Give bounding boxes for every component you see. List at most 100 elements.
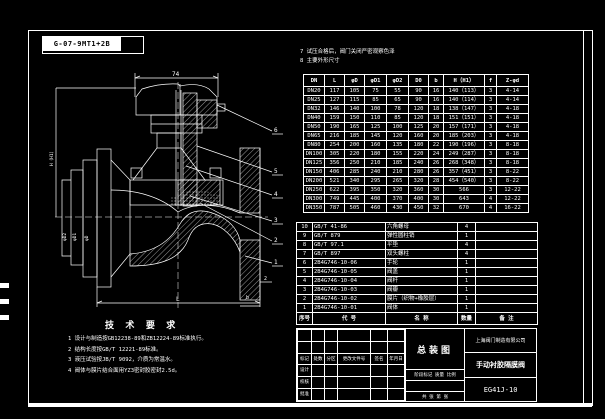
- table-cell: 400: [364, 194, 387, 204]
- table-cell: GB/T 897: [312, 249, 386, 259]
- table-cell: 3: [484, 185, 497, 195]
- header-cell: D0: [408, 74, 429, 87]
- table-cell: 305: [324, 149, 345, 159]
- balloon-4: 4: [274, 191, 278, 198]
- balloon-1: 1: [274, 259, 278, 266]
- header-cell: f: [484, 74, 497, 87]
- table-cell: 120: [408, 113, 429, 123]
- table-cell: 180: [364, 149, 387, 159]
- table-cell: 3: [484, 176, 497, 186]
- table-cell: 18: [428, 104, 444, 114]
- table-cell: DN20: [303, 86, 325, 96]
- table-cell: 8-18: [496, 158, 529, 168]
- header-cell: b: [428, 74, 444, 87]
- table-cell: 454（540）: [443, 176, 485, 186]
- table-cell: [475, 249, 538, 259]
- table-cell: 643: [443, 194, 485, 204]
- header-cell: φD: [344, 74, 365, 87]
- table-cell: 4: [457, 222, 476, 232]
- table-cell: 65: [386, 95, 409, 105]
- dim-label-bottom: L: [176, 296, 180, 303]
- table-cell: 749: [324, 194, 345, 204]
- dim-label-f: 2: [264, 276, 267, 282]
- table-cell: 26: [428, 167, 444, 177]
- table-cell: 357（451）: [443, 167, 485, 177]
- table-cell: 1: [457, 267, 476, 277]
- table-cell: [475, 222, 538, 232]
- table-cell: DN150: [303, 167, 325, 177]
- table-cell: 3: [484, 86, 497, 96]
- table-cell: DN50: [303, 122, 325, 132]
- table-cell: 3: [484, 113, 497, 123]
- table-cell: 295: [364, 176, 387, 186]
- table-cell: 370: [386, 194, 409, 204]
- table-cell: 3: [484, 95, 497, 105]
- header-cell: 数量: [457, 312, 476, 325]
- fold-mark: [0, 315, 9, 320]
- model-number: EG41J-10: [483, 385, 518, 394]
- header-cell: H（H1）: [443, 74, 485, 87]
- table-cell: [475, 258, 538, 268]
- table-cell: DN350: [303, 203, 325, 213]
- valve-assembly-drawing: 74 L H（H1） φD2 φD1 φD 2 b 6 5 4 3 2 1: [49, 71, 283, 308]
- table-cell: 4-14: [496, 86, 529, 96]
- table-cell: 146: [324, 104, 345, 114]
- table-cell: 185: [344, 131, 365, 141]
- table-cell: 85: [364, 95, 387, 105]
- table-cell: 160: [364, 140, 387, 150]
- balloon-5: 5: [274, 168, 278, 175]
- table-cell: 150: [344, 113, 365, 123]
- table-cell: 151（151）: [443, 113, 485, 123]
- table-cell: 4-18: [496, 113, 529, 123]
- header-cell: 备 注: [475, 312, 538, 325]
- header-cell: DN: [303, 74, 325, 87]
- table-cell: 670: [443, 203, 485, 213]
- title-block-right: 上海阀门制造有限公司 手动衬胶隔膜阀 EG41J-10: [465, 329, 536, 401]
- table-cell: GB/T 879: [312, 231, 386, 241]
- table-cell: 190: [324, 122, 345, 132]
- table-cell: 阀体: [385, 303, 458, 313]
- dim-label-flange-d1: φD1: [72, 233, 78, 241]
- table-cell: [475, 231, 538, 241]
- table-cell: 1: [457, 258, 476, 268]
- table-cell: DN25: [303, 95, 325, 105]
- table-cell: 4: [457, 249, 476, 259]
- sig-label-design: 设计: [297, 364, 312, 378]
- table-cell: 360: [408, 185, 429, 195]
- table-cell: 1: [457, 303, 476, 313]
- table-cell: 26: [428, 158, 444, 168]
- header-cell: L: [324, 74, 345, 87]
- table-cell: 159: [324, 113, 345, 123]
- table-cell: 450: [408, 203, 429, 213]
- table-cell: DN250: [303, 185, 325, 195]
- bom-header-row: 序号代 号名 称数量备 注: [296, 312, 538, 325]
- table-cell: 250: [344, 158, 365, 168]
- table-cell: 521: [324, 176, 345, 186]
- table-cell: 120: [386, 131, 409, 141]
- table-cell: 160: [408, 131, 429, 141]
- table-cell: 1: [457, 231, 476, 241]
- tech-requirements: 技 术 要 求 1 设计与制造按GB12238-89和ZB12224-89标准执…: [60, 318, 295, 376]
- header-cell: 标记: [297, 352, 312, 366]
- table-cell: 280: [408, 167, 429, 177]
- table-cell: 622: [324, 185, 345, 195]
- table-cell: 16: [428, 86, 444, 96]
- table-cell: 787: [324, 203, 345, 213]
- table-cell: 210: [364, 158, 387, 168]
- table-cell: 340: [344, 176, 365, 186]
- table-cell: 220: [408, 149, 429, 159]
- table-cell: 阀瓣: [385, 285, 458, 295]
- header-cell: 签名: [370, 352, 388, 366]
- table-cell: 弹性圆柱销: [385, 231, 458, 241]
- table-cell: 阀盖: [385, 267, 458, 277]
- table-cell: 手轮: [385, 258, 458, 268]
